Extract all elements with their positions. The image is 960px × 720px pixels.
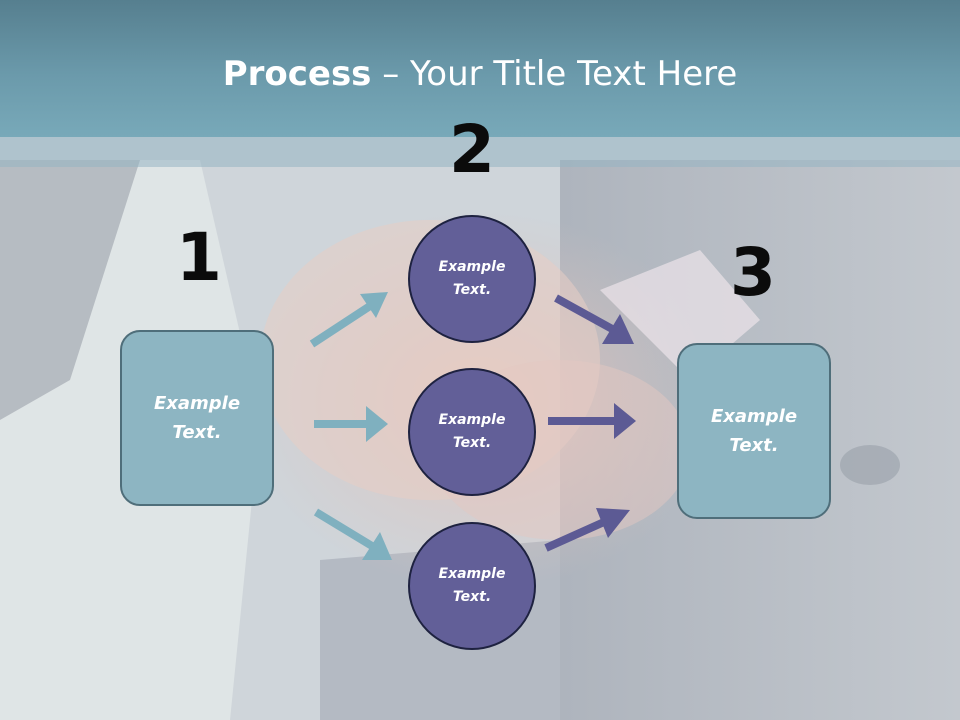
circle-top-text: Example Text. bbox=[438, 259, 506, 298]
title-bar bbox=[0, 0, 960, 137]
process-circle-bottom: Example Text. bbox=[408, 522, 536, 650]
arrow-bottom-to-right bbox=[544, 508, 630, 552]
arrow-left-to-top bbox=[309, 292, 388, 348]
right-box-text: Example Text. bbox=[710, 406, 798, 456]
slide-title: Process – Your Title Text Here bbox=[0, 52, 960, 96]
title-band bbox=[0, 137, 960, 167]
step-number-3: 3 bbox=[730, 234, 776, 311]
arrow-left-to-bottom bbox=[313, 508, 392, 560]
arrow-left-to-middle bbox=[314, 406, 388, 442]
left-box-text: Example Text. bbox=[153, 393, 241, 443]
step-number-2: 2 bbox=[449, 111, 495, 188]
right-process-box: Example Text. bbox=[677, 343, 831, 519]
circle-middle-text: Example Text. bbox=[438, 412, 506, 451]
circle-bottom-text: Example Text. bbox=[438, 566, 506, 605]
arrow-middle-to-right bbox=[548, 403, 636, 439]
title-bold-text: Process bbox=[222, 54, 372, 94]
left-process-box: Example Text. bbox=[120, 330, 274, 506]
arrow-top-to-right bbox=[554, 294, 634, 344]
process-circle-middle: Example Text. bbox=[408, 368, 536, 496]
step-number-1: 1 bbox=[176, 219, 222, 296]
process-circle-top: Example Text. bbox=[408, 215, 536, 343]
title-rest-text: – Your Title Text Here bbox=[371, 54, 738, 94]
